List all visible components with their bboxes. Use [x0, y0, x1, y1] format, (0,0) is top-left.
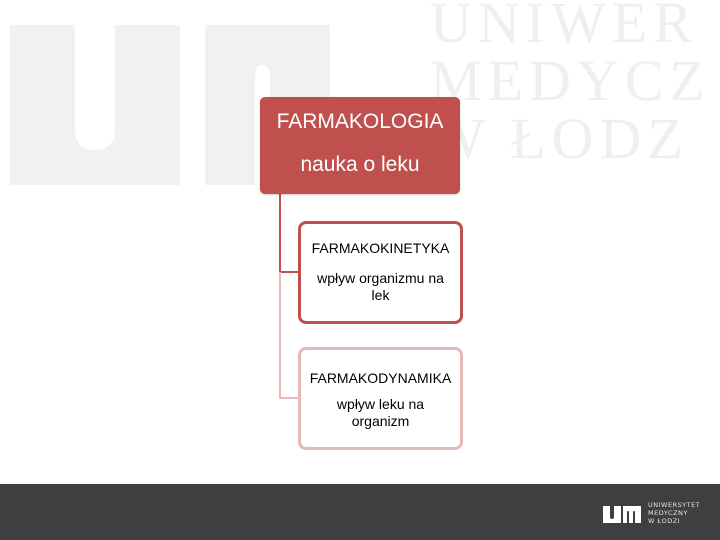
- footer-logo-line: W ŁODZI: [648, 517, 681, 525]
- watermark-line: UNIWER: [430, 0, 698, 55]
- child-node-description: wpływ organizmu na lek: [317, 270, 444, 303]
- child-node-pharmacodynamics: FARMAKODYNAMIKA wpływ leku na organizm: [298, 347, 463, 450]
- child-node-title: FARMAKODYNAMIKA: [309, 370, 452, 386]
- connector-line: [279, 272, 298, 399]
- footer-bar: [0, 484, 720, 540]
- um-logo-icon: [603, 506, 641, 523]
- root-node: FARMAKOLOGIA nauka o leku: [260, 97, 460, 194]
- child-node-description: wpływ leku na organizm: [336, 396, 425, 429]
- child-node-pharmacokinetics: FARMAKOKINETYKA wpływ organizmu na lek: [298, 221, 463, 324]
- watermark-line: MEDYCZ: [430, 48, 711, 113]
- root-node-title: FARMAKOLOGIA: [276, 110, 444, 133]
- connector-line: [279, 194, 298, 273]
- child-node-title: FARMAKOKINETYKA: [311, 240, 450, 256]
- university-name-watermark: UNIWER MEDYCZ W ŁODZ: [430, 0, 711, 168]
- footer-logo-line: MEDYCZNY: [648, 509, 688, 517]
- watermark-line: W ŁODZ: [430, 106, 689, 171]
- footer-logo-line: UNIWERSYTET: [648, 501, 701, 509]
- footer-logo-text: UNIWERSYTET MEDYCZNY W ŁODZI: [648, 501, 700, 525]
- root-node-subtitle: nauka o leku: [300, 153, 420, 176]
